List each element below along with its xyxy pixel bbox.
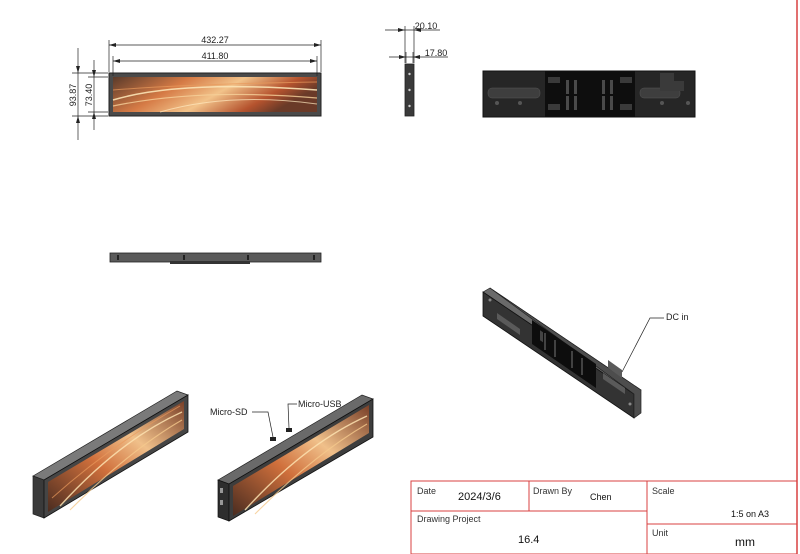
- dim-overall-depth: 20.10: [415, 21, 438, 31]
- project-value: 16.4: [518, 534, 540, 546]
- scale-label: Scale: [652, 486, 675, 496]
- date-value: 2024/3/6: [458, 491, 501, 503]
- title-block: [410, 480, 798, 554]
- side-view: 20.10 17.80: [385, 21, 448, 117]
- dim-overall-height: 93.87: [68, 84, 78, 107]
- dim-body-depth: 17.80: [425, 48, 448, 58]
- dim-active-width: 411.80: [202, 51, 229, 61]
- unit-label: Unit: [652, 528, 669, 538]
- front-view: 432.27 411.80 93.87 73.40: [68, 35, 322, 140]
- iso-front-view: [32, 390, 189, 519]
- scale-value: 1:5 on A3: [731, 509, 770, 519]
- callout-micro-sd: Micro-SD: [210, 407, 248, 417]
- date-label: Date: [417, 486, 437, 496]
- drawn-by-label: Drawn By: [533, 486, 573, 496]
- back-view: [482, 70, 696, 118]
- unit-value: mm: [735, 535, 755, 549]
- dim-overall-width: 432.27: [201, 35, 229, 45]
- project-label: Drawing Project: [417, 514, 481, 524]
- top-body: [109, 252, 322, 263]
- iso-ports-view: Micro-SD Micro-USB: [210, 394, 374, 522]
- top-view: [109, 252, 322, 264]
- dim-active-height: 73.40: [84, 84, 94, 107]
- callout-micro-usb: Micro-USB: [298, 399, 342, 409]
- drawn-by-value: Chen: [590, 492, 612, 502]
- callout-dc-in: DC in: [666, 312, 689, 322]
- iso-back-view: DC in: [482, 287, 689, 419]
